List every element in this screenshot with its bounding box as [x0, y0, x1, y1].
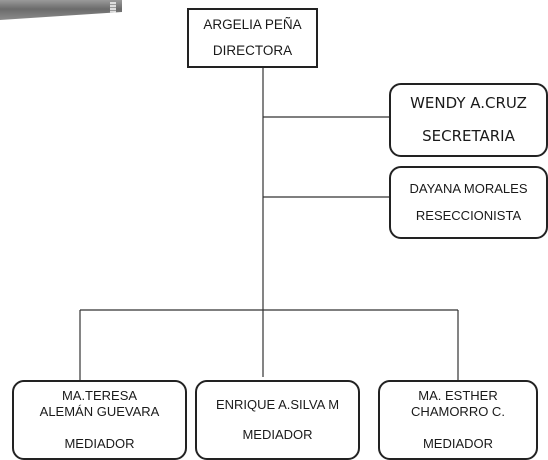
mediator-1-name-line2: ALEMÁN GUEVARA: [39, 403, 160, 419]
mediator-box-3: MA. ESTHER CHAMORRO C. MEDIADOR: [378, 380, 538, 460]
mediator-3-name-line1: MA. ESTHER: [418, 387, 498, 403]
secretary-role: SECRETARIA: [422, 127, 515, 145]
director-role: DIRECTORA: [212, 42, 293, 58]
mediator-2-role: MEDIADOR: [242, 427, 313, 442]
mediator-1-name-line1: MA.TERESA: [61, 387, 138, 403]
mediator-3-role: MEDIADOR: [422, 436, 494, 452]
secretary-name: WENDY A.CRUZ: [410, 94, 527, 113]
director-box: ARGELIA PEÑA DIRECTORA: [187, 8, 318, 68]
receptionist-name: DAYANA MORALES: [409, 180, 528, 196]
secretary-box: WENDY A.CRUZ SECRETARIA: [389, 83, 548, 157]
mediator-box-1: MA.TERESA ALEMÁN GUEVARA MEDIADOR: [12, 380, 187, 460]
mediator-box-2: ENRIQUE A.SILVA M MEDIADOR: [195, 380, 360, 460]
receptionist-role: RESECCIONISTA: [415, 208, 522, 223]
receptionist-box: DAYANA MORALES RESECCIONISTA: [389, 166, 548, 239]
mediator-1-role: MEDIADOR: [64, 436, 135, 452]
mediator-2-name: ENRIQUE A.SILVA M: [215, 396, 340, 412]
mediator-3-name-line2: CHAMORRO C.: [411, 403, 505, 419]
director-name: ARGELIA PEÑA: [203, 16, 302, 32]
